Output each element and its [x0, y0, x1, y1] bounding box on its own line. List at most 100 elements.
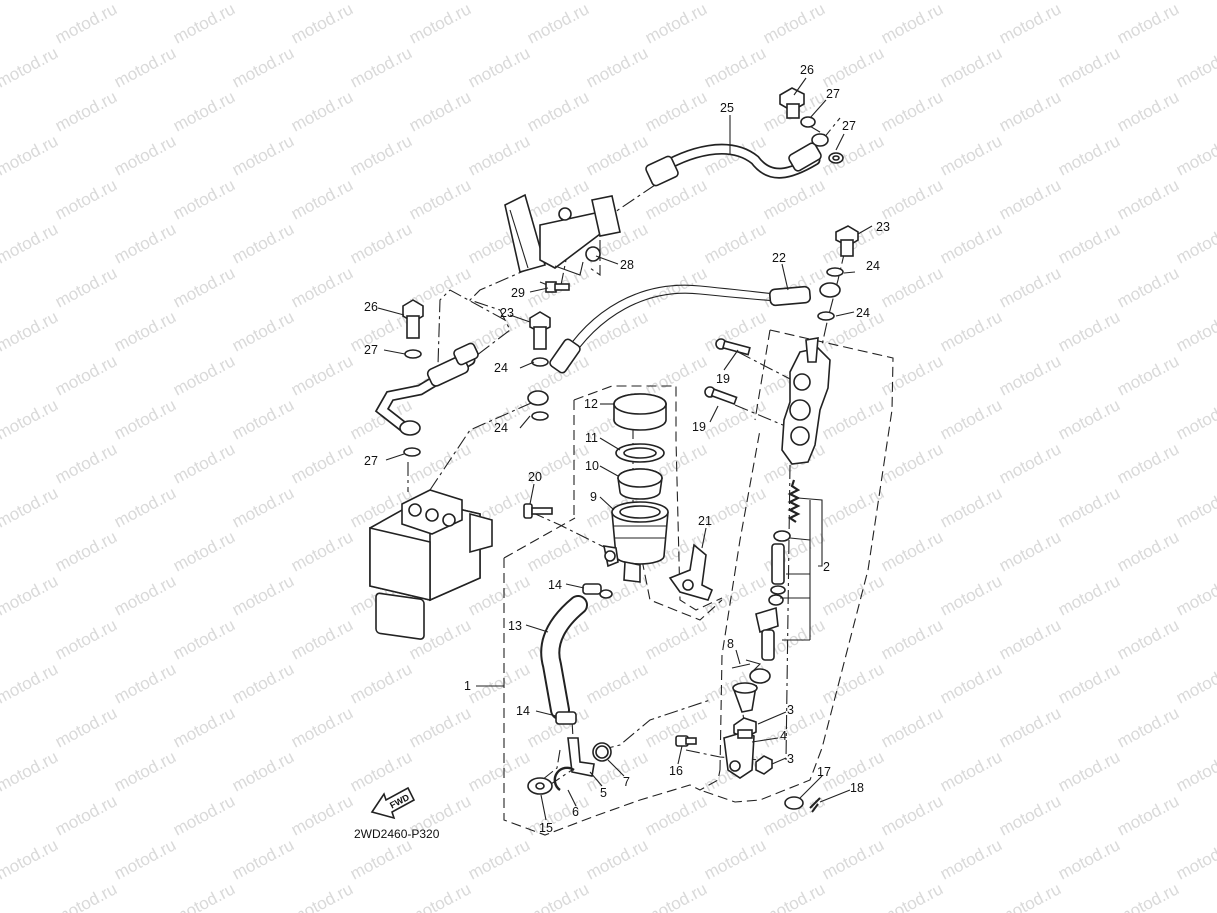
watermark-text: motod.ru — [1114, 351, 1182, 399]
watermark-text: motod.ru — [229, 659, 297, 707]
callout-27-top1: 27 — [826, 87, 840, 101]
watermark-text: motod.ru — [701, 43, 769, 91]
cotter-pin-18 — [809, 797, 821, 813]
watermark-text: motod.ru — [0, 571, 61, 619]
watermark-text: motod.ru — [937, 659, 1005, 707]
watermark-text: motod.ru — [819, 571, 887, 619]
watermark-text: motod.ru — [170, 175, 238, 223]
watermark-text: motod.ru — [288, 87, 356, 135]
watermark-text: motod.ru — [583, 43, 651, 91]
watermark-text: motod.ru — [996, 527, 1064, 575]
callout-4: 4 — [780, 729, 787, 743]
watermark-text: motod.ru — [583, 0, 651, 4]
watermark-text: motod.ru — [111, 43, 179, 91]
watermark-text: motod.ru — [0, 527, 2, 575]
callout-28: 28 — [620, 258, 634, 272]
watermark-text: motod.ru — [111, 395, 179, 443]
watermark-text: motod.ru — [583, 131, 651, 179]
watermark-text: motod.ru — [0, 219, 61, 267]
pin-16 — [675, 735, 697, 747]
watermark-text: motod.ru — [760, 0, 828, 48]
watermark-text: motod.ru — [0, 835, 61, 883]
watermark-text: motod.ru — [1055, 483, 1123, 531]
callout-17: 17 — [817, 765, 831, 779]
callout-labels: 26 27 27 25 28 29 23 24 22 24 26 23 27 2… — [364, 63, 890, 835]
callout-8: 8 — [727, 637, 734, 651]
watermark-text: motod.ru — [701, 0, 769, 4]
watermark-text: motod.ru — [1114, 791, 1182, 839]
callout-3-lower: 3 — [787, 752, 794, 766]
watermark-text: motod.ru — [1173, 0, 1217, 4]
watermark-text: motod.ru — [0, 395, 61, 443]
boot-8 — [731, 659, 762, 675]
circlip-6 — [553, 766, 575, 791]
clip-14-lower — [555, 711, 577, 725]
bolt-26-left — [402, 299, 424, 339]
watermark-text: motod.ru — [937, 131, 1005, 179]
watermark-text: motod.ru — [170, 879, 238, 913]
watermark-text: motod.ru — [347, 659, 415, 707]
watermark-text: motod.ru — [52, 527, 120, 575]
washers-27-left — [399, 349, 422, 457]
callout-15: 15 — [539, 821, 553, 835]
watermark-text: motod.ru — [760, 175, 828, 223]
watermark-text: motod.ru — [1055, 43, 1123, 91]
watermark-text: motod.ru — [347, 747, 415, 795]
watermark-text: motod.ru — [819, 43, 887, 91]
watermark-text: motod.ru — [52, 703, 120, 751]
watermark-text: motod.ru — [1055, 395, 1123, 443]
watermark-text: motod.ru — [229, 747, 297, 795]
watermark-text: motod.ru — [465, 131, 533, 179]
reservoir-9 — [602, 501, 669, 583]
watermark-text: motod.ru — [465, 395, 533, 443]
bracket-28 — [504, 193, 621, 276]
watermark-text: motod.ru — [347, 219, 415, 267]
bolt-23-left — [529, 311, 551, 350]
watermark-text: motod.ru — [701, 219, 769, 267]
callout-12: 12 — [584, 397, 598, 411]
bracket-21 — [668, 543, 714, 601]
callout-27-left2: 27 — [364, 454, 378, 468]
callout-19-top: 19 — [716, 372, 730, 386]
watermark-text: motod.ru — [1055, 747, 1123, 795]
callout-13: 13 — [508, 619, 522, 633]
watermark-text: motod.ru — [1173, 395, 1217, 443]
watermark-text: motod.ru — [1114, 615, 1182, 663]
callout-26-top: 26 — [800, 63, 814, 77]
watermark-text: motod.ru — [229, 571, 297, 619]
clevis-4 — [723, 729, 755, 779]
callout-3-upper: 3 — [787, 703, 794, 717]
watermark-text: motod.ru — [1173, 307, 1217, 355]
watermark-text: motod.ru — [170, 0, 238, 48]
watermark-text: motod.ru — [996, 615, 1064, 663]
watermark-text: motod.ru — [996, 703, 1064, 751]
watermark-text: motod.ru — [52, 351, 120, 399]
watermark-text: motod.ru — [1055, 307, 1123, 355]
brake-hose-25 — [645, 142, 822, 187]
watermark-text: motod.ru — [347, 835, 415, 883]
watermark-text: motod.ru — [288, 879, 356, 913]
clip-14-upper — [582, 583, 613, 599]
piston-kit-2 — [749, 479, 801, 684]
watermark-text: motod.ru — [52, 615, 120, 663]
watermark-text: motod.ru — [524, 791, 592, 839]
watermark-text: motod.ru — [996, 87, 1064, 135]
callout-14-upper: 14 — [548, 578, 562, 592]
callout-24-left2: 24 — [494, 421, 508, 435]
watermark-text: motod.ru — [52, 87, 120, 135]
watermark-text: motod.ru — [170, 439, 238, 487]
watermark-text: motod.ru — [52, 439, 120, 487]
watermark-text: motod.ru — [52, 879, 120, 913]
watermark-text: motod.ru — [1055, 571, 1123, 619]
watermark-text: motod.ru — [0, 87, 2, 135]
watermark-text: motod.ru — [524, 0, 592, 48]
watermark-text: motod.ru — [937, 835, 1005, 883]
watermark-text: motod.ru — [0, 879, 2, 913]
watermark-text: motod.ru — [1114, 527, 1182, 575]
watermark-text: motod.ru — [583, 571, 651, 619]
watermark-text: motod.ru — [229, 219, 297, 267]
callout-27-left1: 27 — [364, 343, 378, 357]
callout-2: 2 — [823, 560, 830, 574]
watermark-text: motod.ru — [583, 835, 651, 883]
watermark-text: motod.ru — [465, 659, 533, 707]
